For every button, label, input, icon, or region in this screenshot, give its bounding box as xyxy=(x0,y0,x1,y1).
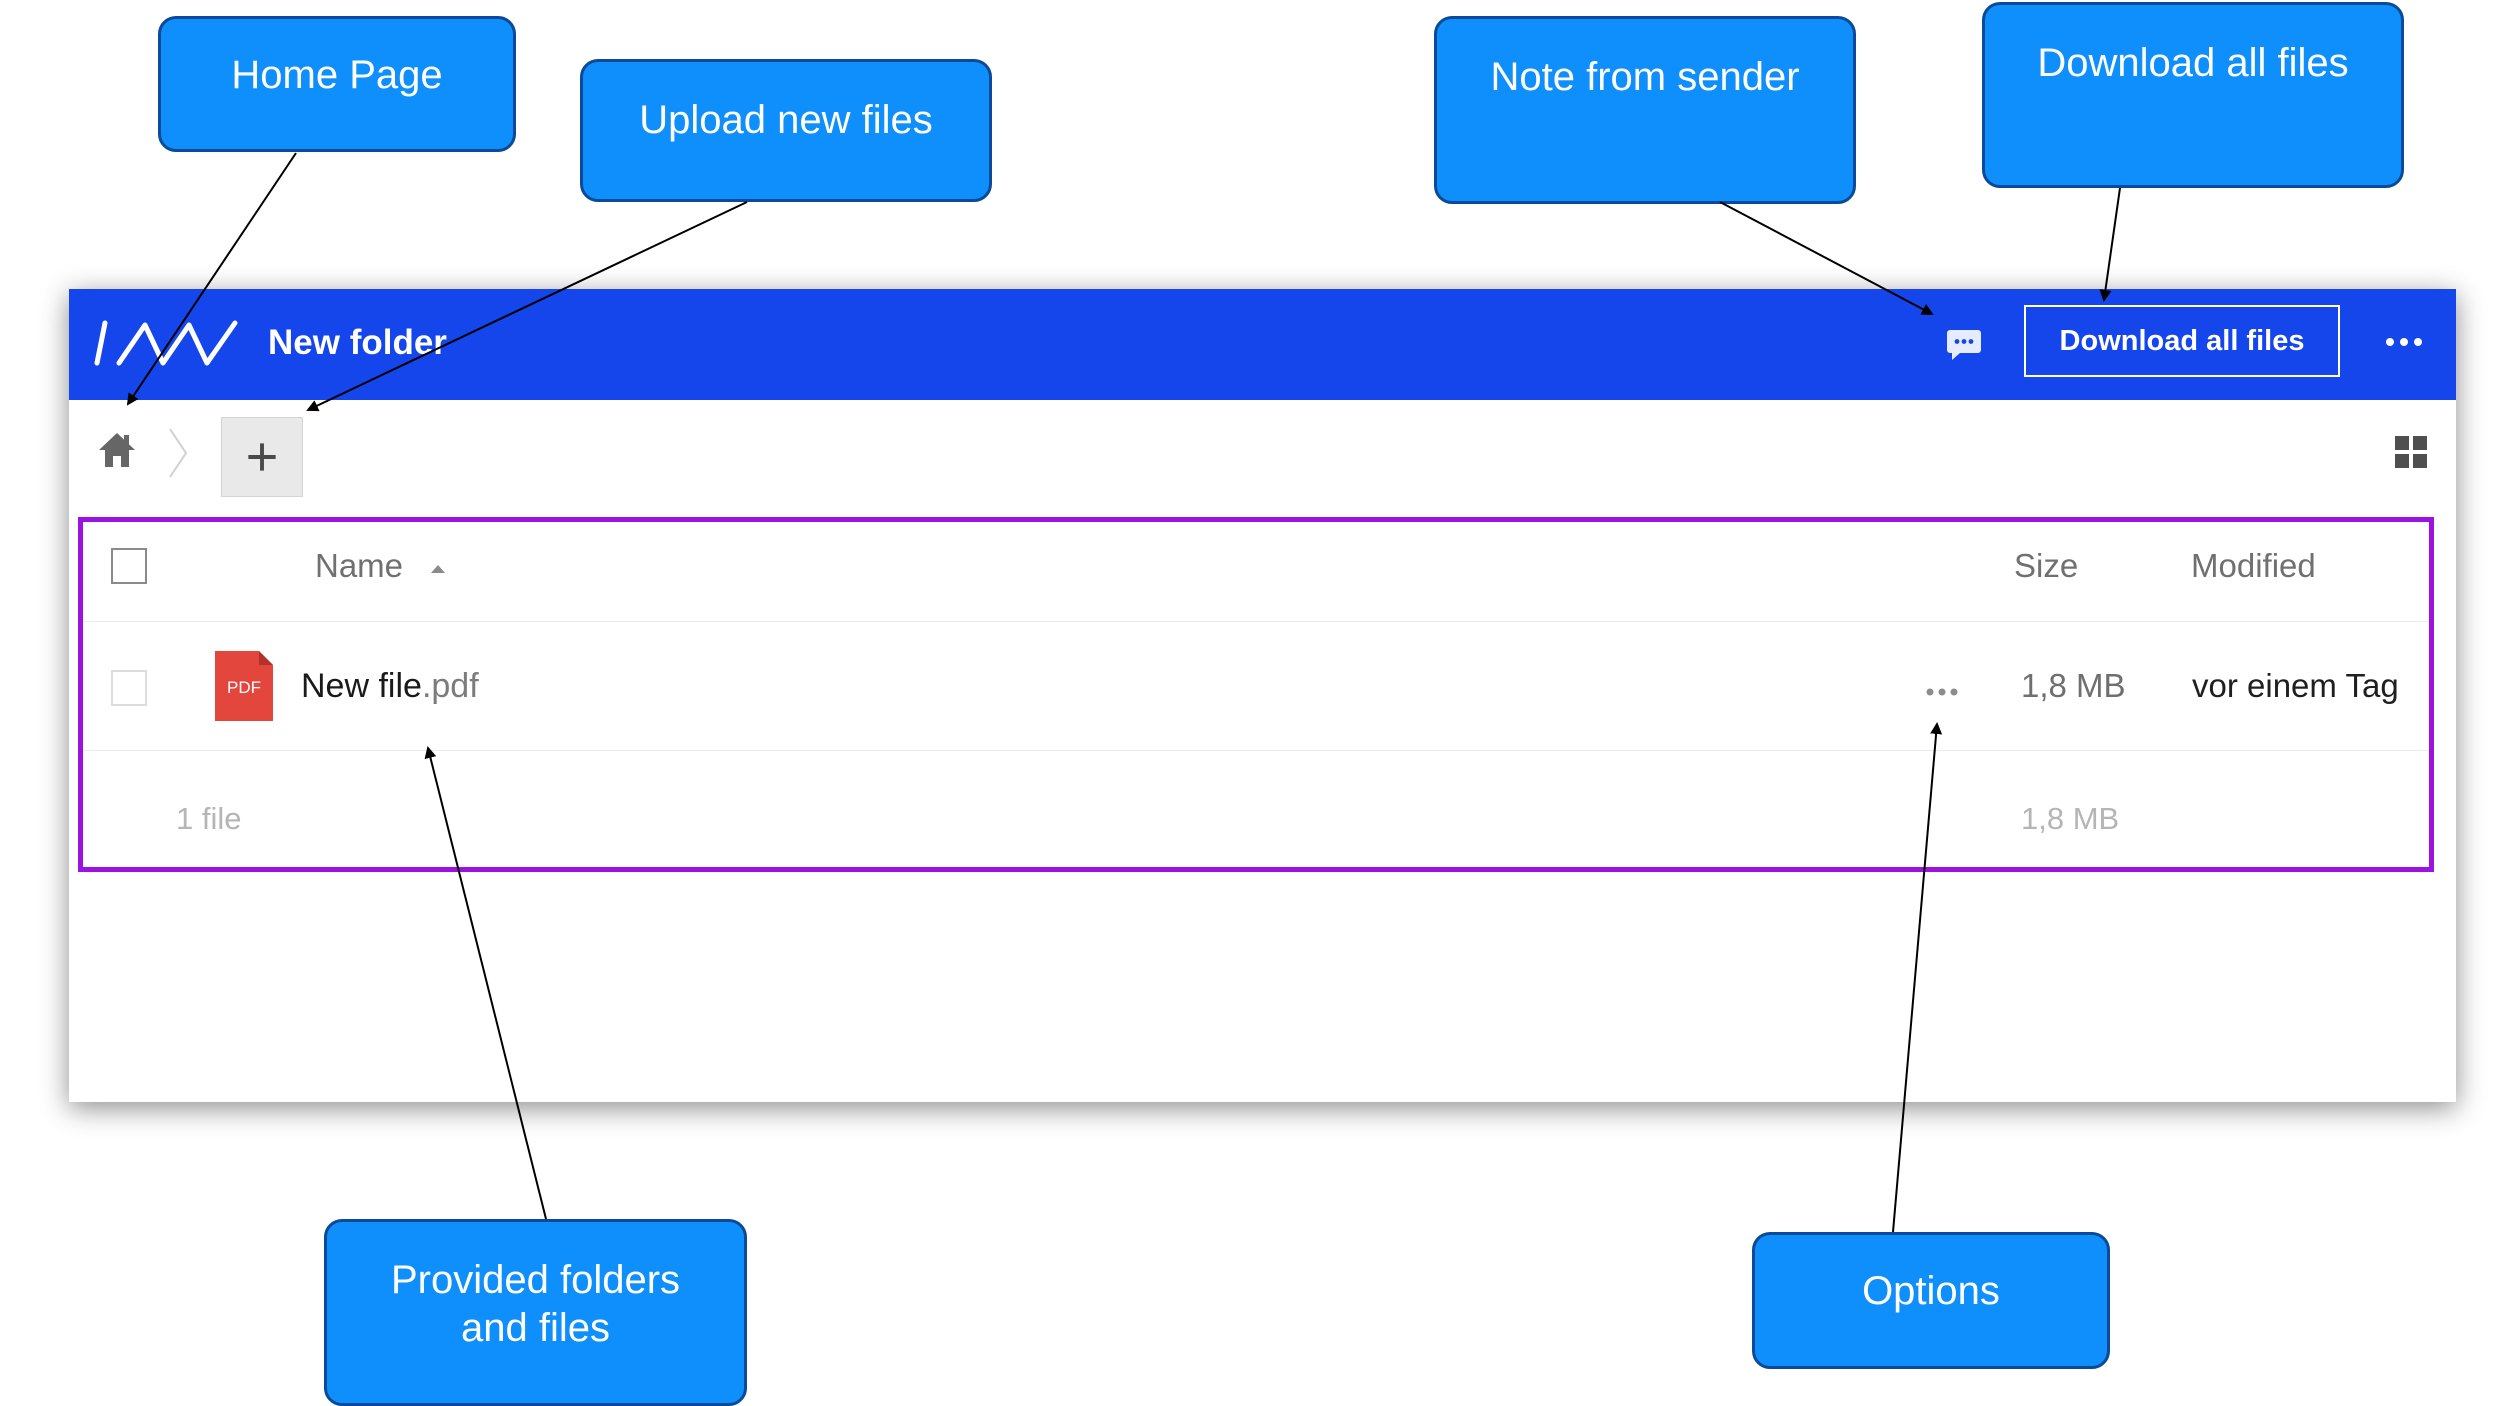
download-all-button[interactable]: Download all files xyxy=(2024,305,2340,377)
toolbar xyxy=(69,400,2456,497)
file-modified: vor einem Tag xyxy=(2192,667,2399,704)
file-name-extension: .pdf xyxy=(421,667,479,705)
callout-download-all-files: Download all files xyxy=(1982,2,2404,188)
header-bar: New folder Download all files xyxy=(69,289,2456,400)
callout-download-text: Download all files xyxy=(2037,41,2349,85)
file-count: 1 file xyxy=(176,801,242,836)
file-name-base: New file xyxy=(301,667,422,705)
app-window: New folder Download all files xyxy=(69,289,2456,1102)
add-upload-button[interactable] xyxy=(221,417,303,497)
callout-provided-line2: and files xyxy=(461,1306,610,1350)
wave-logo-icon[interactable] xyxy=(91,319,241,367)
arrow-download-all-files xyxy=(2099,187,2121,302)
list-footer: 1 file 1,8 MB xyxy=(79,751,2429,857)
column-header-name[interactable]: Name xyxy=(315,547,404,584)
row-checkbox[interactable] xyxy=(111,670,147,706)
table-row[interactable]: PDF New file.pdf 1,8 MB vor einem Tag xyxy=(79,622,2429,751)
callout-upload-text: Upload new files xyxy=(639,98,933,142)
grid-view-icon[interactable] xyxy=(2394,435,2428,469)
pdf-file-icon: PDF xyxy=(215,651,273,721)
folder-title: New folder xyxy=(268,323,447,362)
callout-options: Options xyxy=(1752,1232,2110,1369)
sort-ascending-icon[interactable] xyxy=(429,562,447,574)
total-size: 1,8 MB xyxy=(2021,801,2120,836)
chevron-right-icon xyxy=(169,428,188,478)
list-header: Name Size Modified xyxy=(79,517,2429,622)
plus-icon xyxy=(248,443,276,471)
callout-provided-line1: Provided folders xyxy=(390,1258,681,1302)
file-options-icon[interactable] xyxy=(1917,682,1967,702)
file-list: Name Size Modified PDF New file.pdf 1,8 … xyxy=(79,517,2429,857)
column-header-modified[interactable]: Modified xyxy=(2191,547,2316,584)
callout-note-text: Note from sender xyxy=(1490,55,1800,99)
callout-home-page-text: Home Page xyxy=(231,53,443,97)
column-header-size[interactable]: Size xyxy=(2014,547,2079,584)
callout-provided-folders-and-files: Provided folders and files xyxy=(324,1219,747,1406)
pdf-badge-label: PDF xyxy=(227,678,261,697)
file-size: 1,8 MB xyxy=(2021,667,2126,704)
home-icon[interactable] xyxy=(97,430,137,470)
file-name[interactable]: New file.pdf xyxy=(301,667,479,706)
callout-note-from-sender: Note from sender xyxy=(1434,16,1856,204)
more-horizontal-icon[interactable] xyxy=(2379,327,2429,357)
callout-options-text: Options xyxy=(1862,1269,2000,1313)
callout-home-page: Home Page xyxy=(158,16,516,152)
chat-bubble-icon[interactable] xyxy=(1944,324,1984,364)
callout-upload-new-files: Upload new files xyxy=(580,59,992,202)
select-all-checkbox[interactable] xyxy=(111,548,147,584)
